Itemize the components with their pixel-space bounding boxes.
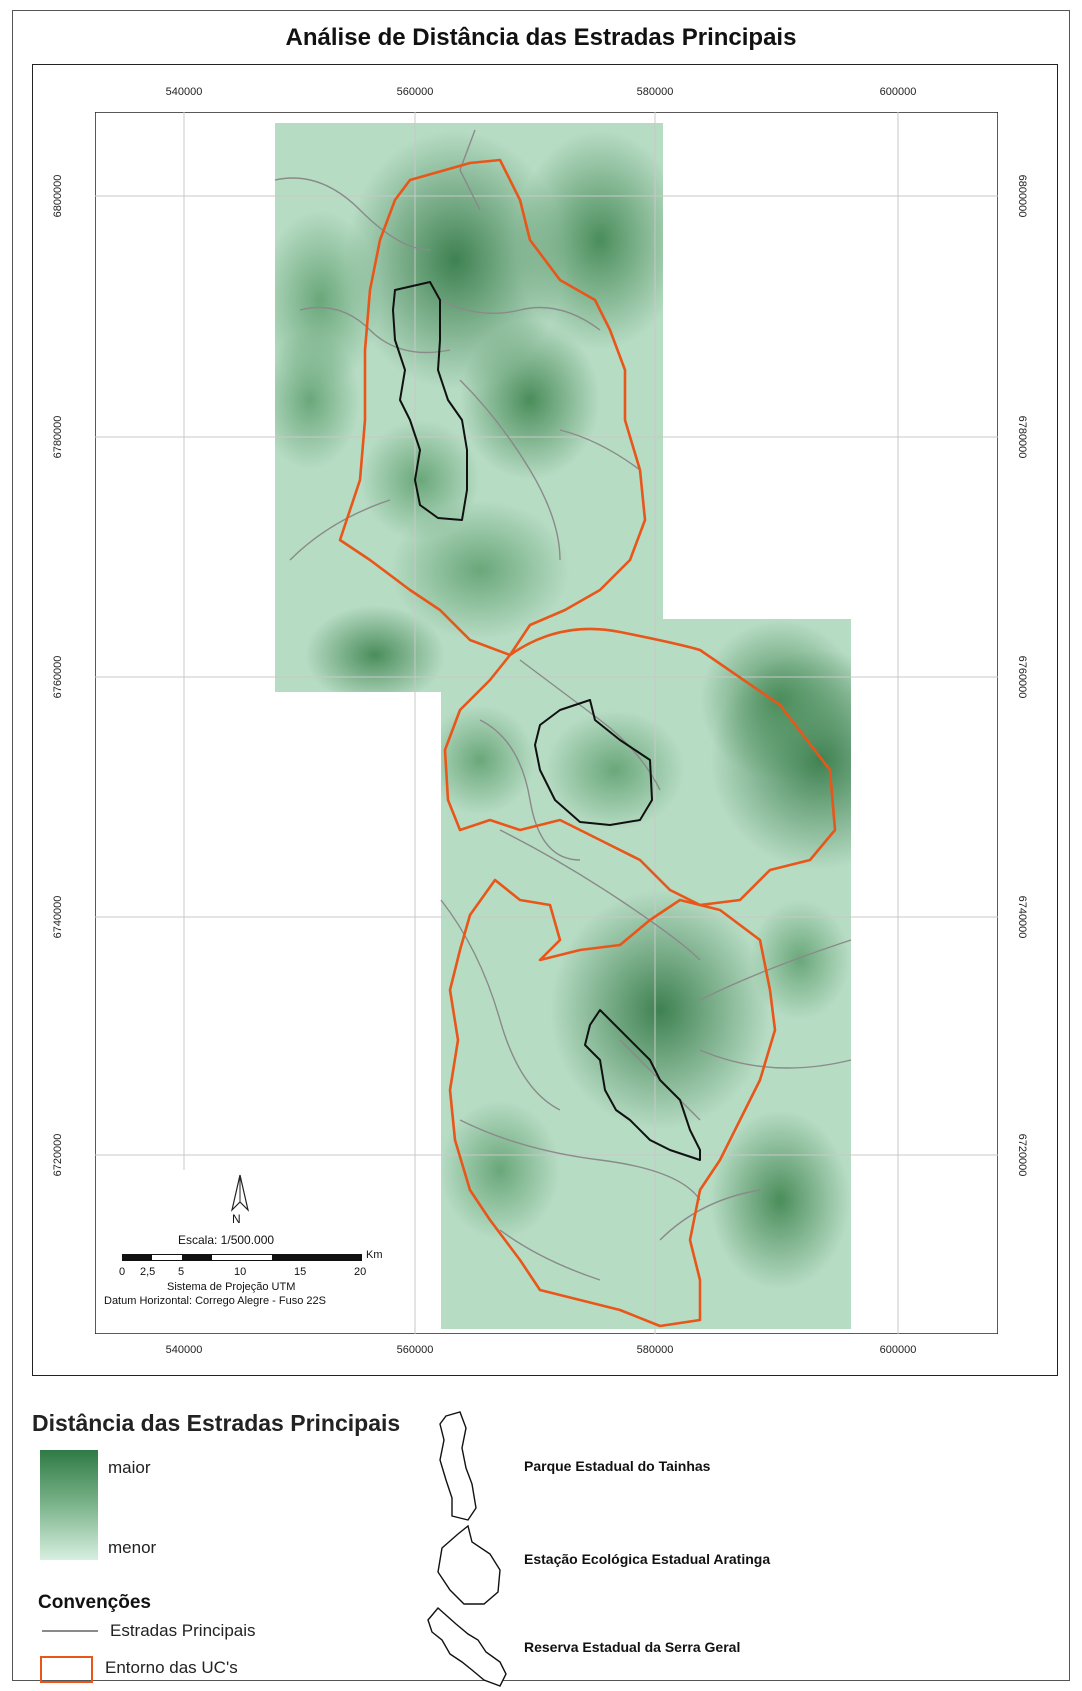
x-tick-top: 540000 [165, 86, 203, 98]
y-tick-left: 6800000 [52, 174, 64, 218]
y-tick-right: 6780000 [1016, 415, 1028, 459]
conservation-unit-outlines [392, 281, 701, 1161]
y-tick-right: 6740000 [1016, 895, 1028, 939]
uc-buffer-outlines [338, 158, 837, 1328]
aratinga-station-outline [534, 699, 653, 826]
serra-geral-outline-icon [427, 1606, 507, 1687]
buffer-legend-symbol [40, 1656, 93, 1683]
ramp-high-label: maior [108, 1458, 151, 1477]
tainhas-label: Parque Estadual do Tainhas [524, 1458, 711, 1474]
x-tick-bottom: 580000 [636, 1344, 674, 1356]
projection-text: Sistema de Projeção UTM [167, 1281, 296, 1293]
scale-label: 15 [294, 1266, 307, 1278]
ramp-low-label: menor [108, 1538, 157, 1557]
scale-text: Escala: 1/500.000 [178, 1233, 275, 1247]
roads-legend-symbol [42, 1630, 98, 1632]
y-tick-left: 6740000 [52, 895, 64, 939]
y-tick-right: 6720000 [1016, 1133, 1028, 1177]
scale-label: 20 [354, 1266, 367, 1278]
tainhas-park-outline [392, 281, 468, 521]
scale-unit: Km [366, 1249, 383, 1261]
y-tick-right: 6760000 [1016, 655, 1028, 699]
map-sheet [12, 10, 1070, 1681]
scale-label: 5 [178, 1266, 185, 1278]
x-tick-top: 560000 [396, 86, 434, 98]
north-arrow-icon [230, 1174, 250, 1212]
legend-title: Distância das Estradas Principais [32, 1410, 401, 1436]
map-title: Análise de Distância das Estradas Princi… [285, 24, 797, 51]
roads-legend-label: Estradas Principais [110, 1621, 256, 1640]
distance-raster-north [275, 123, 663, 692]
distance-color-ramp [40, 1450, 98, 1560]
scale-label: 0 [119, 1266, 126, 1278]
scale-label: 10 [234, 1266, 247, 1278]
y-tick-left: 6780000 [52, 415, 64, 459]
scale-label: 2,5 [140, 1266, 156, 1278]
main-roads [274, 129, 852, 1281]
datum-text: Datum Horizontal: Corrego Alegre - Fuso … [104, 1295, 326, 1307]
serra-geral-label: Reserva Estadual da Serra Geral [524, 1639, 741, 1655]
tainhas-outline-icon [439, 1411, 477, 1521]
aratinga-outline-icon [437, 1524, 501, 1605]
y-tick-right: 6800000 [1016, 174, 1028, 218]
north-arrow-label: N [232, 1212, 241, 1226]
conventions-title: Convenções [38, 1592, 151, 1613]
y-tick-left: 6760000 [52, 655, 64, 699]
graticule [95, 112, 998, 1334]
map-canvas [95, 112, 998, 1334]
serra-geral-reserve-outline [584, 1009, 701, 1161]
y-tick-left: 6720000 [52, 1133, 64, 1177]
map-frame [32, 64, 1058, 1376]
x-tick-bottom: 600000 [879, 1344, 917, 1356]
x-tick-bottom: 560000 [396, 1344, 434, 1356]
x-tick-bottom: 540000 [165, 1344, 203, 1356]
x-tick-top: 600000 [879, 86, 917, 98]
scale-bar [122, 1254, 362, 1261]
buffer-legend-label: Entorno das UC's [105, 1658, 238, 1677]
aratinga-label: Estação Ecológica Estadual Aratinga [524, 1551, 771, 1567]
x-tick-top: 580000 [636, 86, 674, 98]
